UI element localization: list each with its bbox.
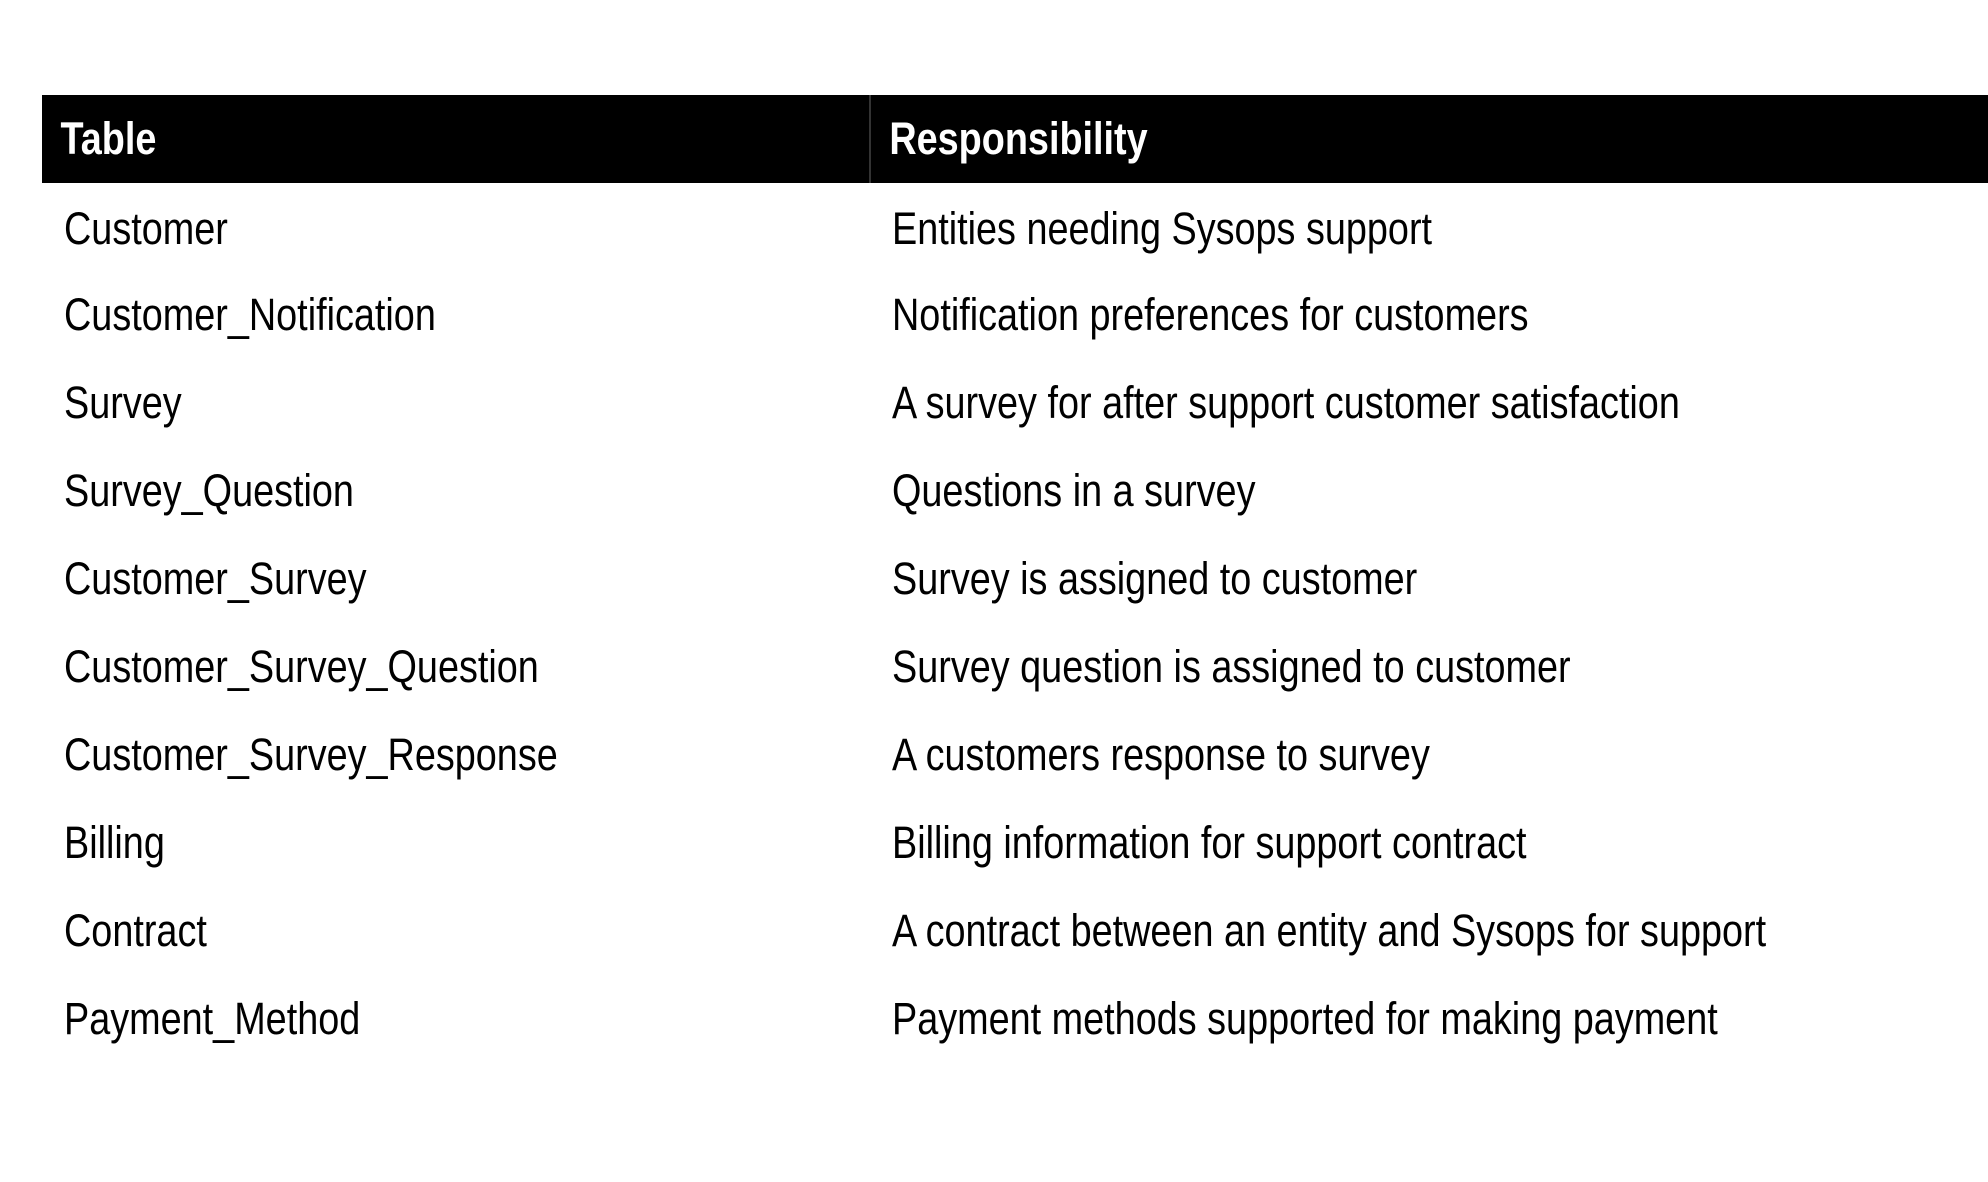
table-row: Survey_Question Questions in a survey [42, 447, 1988, 535]
table-name-cell: Customer_Survey [42, 535, 870, 623]
table-row: Customer_Survey_Response A customers res… [42, 711, 1988, 799]
responsibility-text: A contract between an entity and Sysops … [892, 905, 1767, 956]
table-name: Billing [64, 817, 165, 868]
table-name: Customer_Survey_Response [64, 729, 558, 780]
table-header: Table Responsibility [42, 95, 1988, 183]
table-name: Customer_Survey_Question [64, 641, 539, 692]
table-name: Survey [64, 377, 182, 428]
responsibility-cell: Survey question is assigned to customer [870, 623, 1988, 711]
table-row: Billing Billing information for support … [42, 799, 1988, 887]
responsibility-cell: A contract between an entity and Sysops … [870, 887, 1988, 975]
responsibility-text: Survey is assigned to customer [892, 553, 1418, 604]
table-name-cell: Survey_Question [42, 447, 870, 535]
responsibility-text: A customers response to survey [892, 729, 1430, 780]
table-name-cell: Billing [42, 799, 870, 887]
responsibility-table: Table Responsibility Customer Entities n… [42, 95, 1988, 1063]
table-row: Customer Entities needing Sysops support [42, 183, 1988, 271]
table-name: Customer_Notification [64, 289, 436, 340]
responsibility-cell: A survey for after support customer sati… [870, 359, 1988, 447]
table-name-cell: Customer_Notification [42, 271, 870, 359]
responsibility-text: Entities needing Sysops support [892, 203, 1433, 254]
responsibility-cell: Entities needing Sysops support [870, 183, 1988, 271]
table-name: Contract [64, 905, 207, 956]
table-row: Customer_Notification Notification prefe… [42, 271, 1988, 359]
responsibility-cell: Survey is assigned to customer [870, 535, 1988, 623]
table-name-cell: Payment_Method [42, 975, 870, 1063]
table-row: Customer_Survey Survey is assigned to cu… [42, 535, 1988, 623]
responsibility-cell: A customers response to survey [870, 711, 1988, 799]
header-row: Table Responsibility [42, 95, 1988, 183]
responsibility-text: Questions in a survey [892, 465, 1256, 516]
table-row: Contract A contract between an entity an… [42, 887, 1988, 975]
responsibility-text: A survey for after support customer sati… [892, 377, 1680, 428]
table-row: Customer_Survey_Question Survey question… [42, 623, 1988, 711]
table-body: Customer Entities needing Sysops support… [42, 183, 1988, 1063]
table-name: Customer [64, 203, 228, 254]
responsibility-text: Survey question is assigned to customer [892, 641, 1571, 692]
responsibility-cell: Payment methods supported for making pay… [870, 975, 1988, 1063]
responsibility-cell: Billing information for support contract [870, 799, 1988, 887]
responsibility-text: Payment methods supported for making pay… [892, 993, 1718, 1044]
header-table: Table [60, 113, 157, 164]
responsibility-cell: Questions in a survey [870, 447, 1988, 535]
table-name-cell: Survey [42, 359, 870, 447]
table-name-cell: Customer [42, 183, 870, 271]
table-name: Customer_Survey [64, 553, 367, 604]
table-name-cell: Customer_Survey_Response [42, 711, 870, 799]
header-responsibility: Responsibility [869, 95, 1810, 183]
table-name: Survey_Question [64, 465, 354, 516]
table-name-cell: Customer_Survey_Question [42, 623, 870, 711]
responsibility-cell: Notification preferences for customers [870, 271, 1988, 359]
table-name: Payment_Method [64, 993, 361, 1044]
table-row: Payment_Method Payment methods supported… [42, 975, 1988, 1063]
responsibility-text: Notification preferences for customers [892, 289, 1529, 340]
table-name-cell: Contract [42, 887, 870, 975]
responsibility-text: Billing information for support contract [892, 817, 1527, 868]
table-row: Survey A survey for after support custom… [42, 359, 1988, 447]
